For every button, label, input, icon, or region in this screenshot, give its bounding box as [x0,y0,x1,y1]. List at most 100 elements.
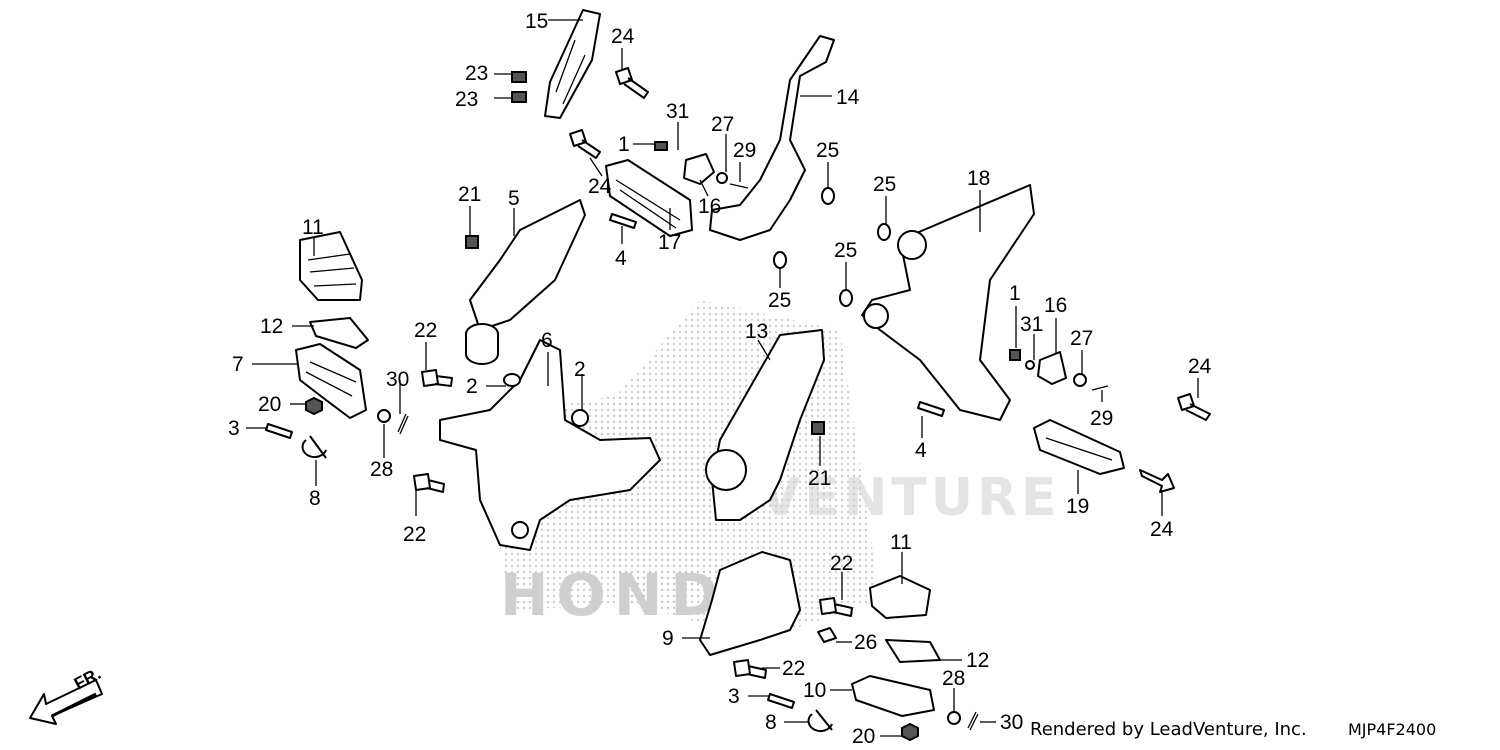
bracket-part [439,339,661,551]
callout-label: 18 [967,167,990,190]
callout-label: 3 [728,685,740,708]
screw-part [511,91,527,103]
washer-part [877,223,891,241]
callout-label: 25 [873,173,896,196]
callout-label: 16 [698,195,721,218]
nut-part [901,722,919,742]
bolt-part [413,473,445,493]
plate-part [683,153,715,185]
callout-label: 1 [618,133,630,156]
bolt-part [811,421,825,435]
credit-text: Rendered by LeadVenture, Inc. [1030,719,1307,740]
plate-part [885,639,941,663]
callout-label: 31 [1020,313,1043,336]
callout-label: 12 [966,649,989,672]
diagram-code: MJP4F2400 [1348,720,1437,739]
callout-label: 10 [803,679,826,702]
collar-part [465,323,499,365]
collar-part [817,627,837,643]
screw-part [511,71,527,83]
plate-part [309,317,369,349]
callout-label: 24 [1188,355,1212,378]
arrow-icon [29,679,103,725]
footpeg-part [605,159,693,237]
callout-label: 21 [458,183,481,206]
spring-part [301,435,327,459]
callout-label: 26 [854,631,877,654]
washer-part [773,251,787,269]
callout-label: 22 [830,552,853,575]
callout-label: 27 [711,113,734,136]
callout-label: 22 [782,657,805,680]
callout-label: 30 [1000,711,1023,734]
peg-rubber-part [299,231,363,301]
callout-label: 7 [232,353,244,376]
callout-label: 2 [574,358,586,381]
callout-label: 8 [309,487,321,510]
callout-label: 4 [615,247,627,270]
callout-label: 11 [302,216,324,239]
callout-label: 25 [834,239,857,262]
nut-part [305,396,323,416]
bolt-part [569,129,601,159]
callout-label: 1 [1009,282,1021,305]
callout-label: 8 [765,711,777,734]
washer-part [716,172,728,184]
washer-part [821,187,835,205]
heel-guard-part [544,9,601,119]
spring-part [654,141,668,151]
peg-rubber-part [869,575,931,619]
callout-label: 25 [816,139,839,162]
callout-label: 17 [658,231,681,254]
callout-label: 29 [733,139,756,162]
bolt-part [819,597,853,617]
callout-label: 13 [745,320,768,343]
leader-lines [246,19,1199,737]
bolt-part [1139,469,1175,493]
pin-part [265,423,293,439]
callout-label: 28 [942,667,965,690]
callout-label: 19 [1066,495,1089,518]
o-ring-part [503,373,521,387]
o-ring-part [571,409,589,427]
pin-part [609,213,637,229]
callout-label: 29 [1090,407,1113,430]
watermark-banner: VENTURE [760,468,1061,528]
callout-label: 12 [260,315,283,338]
shift-lever-part [709,35,835,241]
footpeg-bracket-part [469,199,586,331]
callout-label: 16 [1044,294,1067,317]
callout-label: 27 [1070,327,1093,350]
callout-label: 21 [808,467,831,490]
bracket-part [699,551,801,656]
callout-label: 28 [370,458,393,481]
callout-label: 23 [465,62,488,85]
callout-label: 11 [890,531,912,554]
callout-label: 25 [768,289,791,312]
spring-part [807,709,833,732]
bolt-part [421,369,453,387]
callout-label: 22 [403,523,426,546]
pin-part [917,401,945,417]
part-drawings [265,9,1211,742]
callout-label: 9 [662,627,674,650]
footpeg-part [851,675,935,717]
bolt-part [465,235,479,249]
callout-label: 24 [588,175,612,198]
spring-part [1009,349,1021,361]
callout-label: 24 [611,25,635,48]
callout-label: 15 [525,10,548,33]
plate-part [1037,351,1067,385]
callout-label: 5 [508,187,520,210]
callout-label: 30 [386,368,409,391]
callout-label: 23 [455,88,478,111]
callout-label: 4 [915,439,927,462]
bolt-part [733,659,767,679]
callout-label: 20 [852,725,875,748]
callout-labels: 15 24 23 23 14 31 1 27 29 25 24 16 25 18… [228,10,1212,748]
front-direction-indicator: FR. [29,664,104,725]
callout-label: 20 [258,393,281,416]
callout-label: 6 [541,329,553,352]
washer-part [839,289,853,307]
